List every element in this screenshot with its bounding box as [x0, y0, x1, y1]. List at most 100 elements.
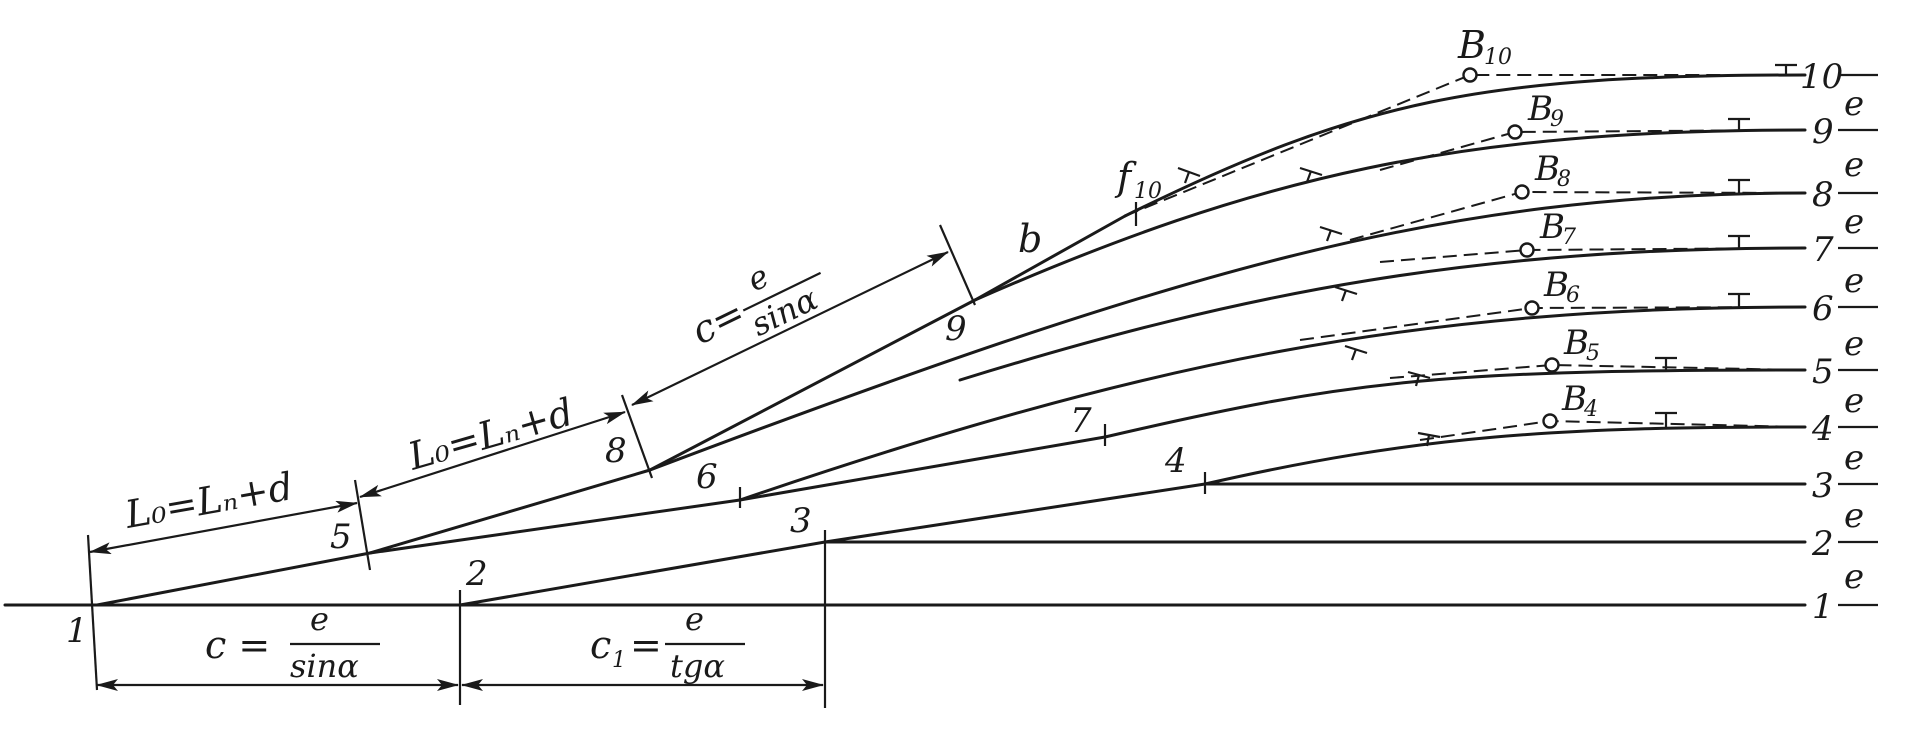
end-point-letter-9: B	[1527, 89, 1553, 129]
track-number-8: 8	[1812, 175, 1834, 215]
joint-mark	[1655, 411, 1677, 427]
joint-mark	[1334, 285, 1358, 302]
end-point-index-6: 6	[1566, 283, 1580, 308]
diagonal-2-3	[458, 540, 827, 607]
track-number-2: 2	[1811, 524, 1834, 564]
end-point-index-10: 10	[1484, 45, 1512, 70]
end-point-marker-5	[1544, 357, 1560, 373]
spacing-label: e	[1844, 202, 1864, 242]
track-number-labels: 1 2 3 4 5 6 7 8 9 10	[1800, 57, 1843, 627]
c-bottom-prefix: c =	[205, 623, 270, 667]
track-9-line	[973, 128, 1807, 302]
c1-index: 1	[612, 648, 626, 673]
tracks	[3, 73, 1807, 607]
diagonal-5-8	[368, 468, 652, 555]
end-point-marker-7	[1519, 242, 1535, 258]
switch-number-labels: 1 2 3 4 5 6 7 8 9	[66, 309, 1187, 651]
c1-equals: =	[630, 623, 662, 667]
switch-number-4: 4	[1164, 441, 1187, 481]
c-diagonal-fraction-bar	[742, 271, 822, 312]
c-bottom-denominator: sinα	[290, 647, 359, 685]
dimension-arrow-l0-lower	[89, 500, 358, 555]
diagonal-6-7	[738, 435, 1107, 502]
spacing-label: e	[1844, 381, 1864, 421]
track-7-line	[958, 246, 1807, 382]
c-bottom-numerator: e	[310, 600, 329, 638]
b-label: b	[1018, 217, 1042, 261]
track-number-10: 10	[1800, 57, 1843, 97]
spacing-label: e	[1844, 557, 1864, 597]
joint-mark	[1728, 234, 1750, 248]
dashed-tangents	[1124, 74, 1801, 441]
end-point-index-5: 5	[1586, 341, 1600, 366]
track-6-line	[738, 305, 1807, 502]
spacing-label: e	[1844, 84, 1864, 124]
c-bottom-formula: c = e sinα	[205, 600, 380, 685]
extension-line	[620, 394, 654, 479]
track-4-line	[1203, 425, 1807, 486]
dimension-lines	[86, 224, 977, 708]
switch-number-2: 2	[465, 554, 488, 594]
end-points: B 4 B 5 B 6 B 7 B 8 B 9 B 10	[1457, 23, 1600, 429]
joint-mark	[1728, 117, 1750, 131]
c1-bottom-formula: c 1 = e tgα	[590, 600, 745, 685]
end-point-letter-8: B	[1534, 149, 1560, 189]
joint-mark	[1728, 292, 1750, 307]
end-point-letter-10: B	[1457, 23, 1486, 67]
diagonal-3-4	[823, 482, 1207, 544]
end-point-index-4: 4	[1583, 397, 1598, 422]
end-point-marker-6	[1524, 300, 1540, 316]
rail-joints	[1177, 63, 1797, 447]
end-point-index-9: 9	[1550, 107, 1564, 132]
extension-line	[86, 534, 99, 691]
track-10-line	[1123, 73, 1807, 218]
c1-letter: c	[590, 623, 611, 667]
switch-number-6: 6	[696, 457, 718, 497]
diagonal-9-10	[973, 214, 1127, 302]
joint-mark	[1728, 178, 1750, 193]
end-point-letter-7: B	[1539, 207, 1565, 247]
switch-number-1: 1	[66, 611, 88, 651]
end-point-letter-6: B	[1543, 265, 1569, 305]
spacing-label: e	[1844, 324, 1864, 364]
joint-mark	[1775, 63, 1797, 75]
track-number-7: 7	[1812, 230, 1834, 270]
track-number-4: 4	[1811, 409, 1834, 449]
end-point-marker-9	[1507, 124, 1523, 140]
joint-mark	[1417, 431, 1441, 447]
spacing-label: e	[1844, 145, 1864, 185]
c1-denominator: tgα	[670, 647, 725, 685]
track-5-line	[1103, 368, 1807, 439]
c-diagonal-formula: c= e sinα	[685, 257, 824, 353]
end-point-index-7: 7	[1562, 225, 1576, 250]
switch-number-9: 9	[945, 309, 967, 349]
track-number-6: 6	[1812, 289, 1834, 329]
tangent-9	[1379, 129, 1801, 171]
spacing-markers: e e e e e e e e e	[1838, 73, 1878, 607]
joint-mark	[1655, 356, 1677, 370]
spacing-label: e	[1844, 261, 1864, 301]
joint-mark	[1299, 166, 1323, 183]
joint-mark	[1407, 370, 1431, 387]
end-point-index-8: 8	[1557, 167, 1571, 192]
end-point-letter-4: B	[1561, 379, 1587, 419]
joint-mark	[1177, 166, 1201, 184]
extension-line	[353, 479, 372, 571]
switch-number-3: 3	[790, 501, 812, 541]
end-point-marker-8	[1514, 184, 1530, 200]
c-diagonal-numerator: e	[741, 257, 775, 299]
dimension-arrow-l0-upper	[359, 410, 626, 499]
switch-ticks	[738, 202, 1207, 508]
spacing-label: e	[1844, 438, 1864, 478]
diagonal-5-6	[368, 498, 742, 555]
tangent-10	[1124, 74, 1800, 217]
joint-mark	[1344, 344, 1368, 361]
dimension-arrow-c-diagonal	[631, 251, 949, 406]
spacing-label: e	[1844, 496, 1864, 536]
switch-number-5: 5	[330, 517, 352, 557]
tangent-5	[1389, 363, 1801, 379]
switch-number-7: 7	[1070, 401, 1092, 441]
end-point-letter-5: B	[1563, 323, 1589, 363]
track-number-9: 9	[1812, 112, 1834, 152]
